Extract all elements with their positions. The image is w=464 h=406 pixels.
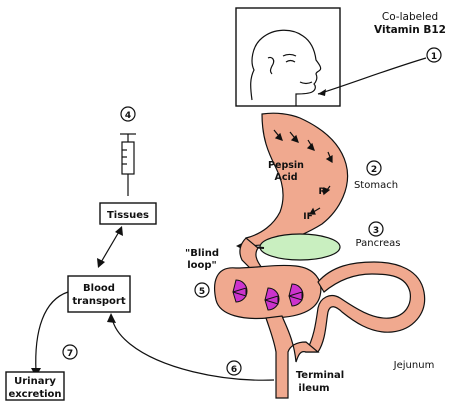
blind-loop-label-line1: "Blind: [185, 248, 219, 259]
blood-arrowhead: [97, 258, 105, 268]
blood-label-line2: transport: [72, 296, 125, 307]
vitamin-label-line2: Vitamin B12: [374, 24, 446, 36]
terminal-label-line2: ileum: [298, 383, 329, 394]
step-3-number: 3: [373, 226, 379, 236]
step-1-number: 1: [431, 52, 437, 62]
blood-label-line1: Blood: [83, 283, 115, 294]
step-7-number: 7: [67, 349, 73, 359]
excretion-line: [36, 292, 68, 372]
blind-loop-label-line2: loop": [187, 260, 217, 271]
tissues-arrowhead: [115, 226, 123, 236]
absorption-arrowhead: [107, 313, 116, 323]
step-4-number: 4: [125, 111, 131, 121]
jejunum-shape: [306, 262, 425, 352]
vitamin-label-line1: Co-labeled: [382, 11, 438, 23]
tissues-label: Tissues: [107, 210, 149, 221]
acid-label: Acid: [274, 172, 297, 183]
terminal-label-line1: Terminal: [296, 370, 344, 381]
if-label: IF: [303, 212, 313, 222]
pepsin-label: Pepsin: [268, 160, 304, 171]
urinary-label-line2: excretion: [8, 389, 61, 400]
step-2-number: 2: [371, 165, 377, 175]
stomach-label: Stomach: [354, 180, 398, 191]
jejunum-label: Jejunum: [393, 360, 435, 371]
urinary-label-line1: Urinary: [14, 376, 56, 387]
tissues-blood-line: [100, 230, 120, 264]
absorption-line: [112, 318, 274, 380]
r-label: R: [319, 187, 326, 197]
syringe-icon: [120, 134, 136, 196]
pancreas-shape: [260, 234, 340, 260]
pancreas-label: Pancreas: [356, 238, 401, 249]
step-5-number: 5: [199, 287, 205, 297]
step-6-number: 6: [231, 365, 237, 375]
